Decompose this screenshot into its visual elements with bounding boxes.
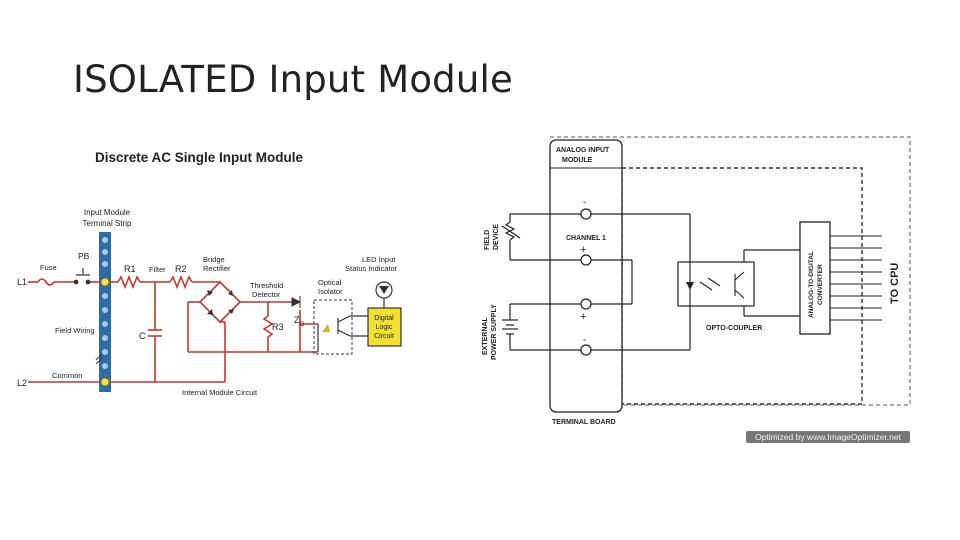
- terminal-l2: [100, 377, 110, 387]
- adc-label-1: ANALOG-TO-DIGITAL: [808, 251, 815, 318]
- fuse-label: Fuse: [40, 263, 57, 272]
- zener-diode: [291, 296, 302, 308]
- supply-label-2: POWER SUPPLY: [491, 304, 498, 360]
- terminals: [580, 208, 592, 356]
- digital-logic-box: [367, 307, 402, 347]
- logic-label-2: Logic: [376, 324, 393, 331]
- left-diagram-title: Discrete AC Single Input Module: [95, 150, 304, 165]
- image-credit-badge: Optimized by www.ImageOptimizer.net: [746, 431, 910, 443]
- cpu-bus-lines: [830, 235, 882, 321]
- l1-label: L1: [17, 277, 27, 287]
- opto-coupler-label: OPTO-COUPLER: [706, 325, 762, 332]
- channel-label: CHANNEL 1: [566, 235, 606, 242]
- field-device-wiring: [501, 213, 581, 261]
- c-label: C: [139, 331, 146, 341]
- terminal-board-label: TERMINAL BOARD: [552, 419, 616, 426]
- analog-input-label-2: MODULE: [562, 157, 593, 164]
- led-label-2: Status Indicator: [345, 264, 398, 273]
- supply-wiring: [502, 303, 581, 351]
- field-wiring-label: Field Wiring: [55, 326, 95, 335]
- to-cpu-label: TO CPU: [889, 263, 901, 304]
- logic-label-1: Digital: [374, 315, 394, 322]
- opto-element: [317, 315, 368, 352]
- field-device-label-2: DEVICE: [493, 224, 500, 250]
- ps-plus-sign: +: [580, 311, 586, 323]
- bridge-diodes: [207, 290, 234, 315]
- internal-circuit-label: Internal Module Circuit: [182, 388, 258, 397]
- terminal-strip-label-2: Terminal Strip: [83, 219, 132, 228]
- threshold-label-1: Threshold: [250, 281, 283, 290]
- internal-wiring: [109, 274, 318, 383]
- r1-label: R1: [124, 264, 136, 274]
- zd-subscript: D: [300, 322, 305, 328]
- terminal-strip-label-1: Input Module: [84, 208, 131, 217]
- terminal-screws: [102, 237, 108, 369]
- adc-box: [799, 221, 831, 335]
- l2-label: L2: [17, 378, 27, 388]
- ps-minus-sign: -: [583, 335, 586, 346]
- slide-title: ISOLATED Input Module: [73, 58, 513, 101]
- threshold-label-2: Detector: [252, 290, 281, 299]
- common-label: Common: [52, 371, 82, 380]
- pb-label: PB: [78, 251, 90, 261]
- optical-label-1: Optical: [318, 278, 342, 287]
- terminal-l1: [100, 277, 110, 287]
- analog-input-diagram: ANALOG INPUT MODULE TERMINAL BOARD - + +…: [482, 136, 911, 426]
- supply-label-1: EXTERNAL: [482, 317, 489, 355]
- led-label-1: LED Input: [362, 255, 396, 264]
- zd-label: Z: [294, 315, 300, 325]
- filter-label: Filter: [149, 265, 166, 274]
- bridge-label-1: Bridge: [203, 255, 225, 264]
- r3-label: R3: [272, 322, 284, 332]
- logic-label-3: Circuit: [374, 333, 394, 340]
- module-wiring: [591, 213, 800, 351]
- discrete-ac-input-diagram: Discrete AC Single Input Module Input Mo…: [17, 150, 402, 397]
- r2-label: R2: [175, 264, 187, 274]
- optical-isolator-box: [313, 299, 353, 355]
- bridge-label-2: Rectifier: [203, 264, 231, 273]
- adc-label-2: CONVERTER: [817, 264, 824, 305]
- field-device-label-1: FIELD: [484, 230, 491, 250]
- pushbutton: [73, 268, 91, 285]
- terminal-board: [549, 139, 623, 413]
- optical-label-2: Isolator: [318, 287, 343, 296]
- ch-minus-sign: -: [583, 197, 586, 208]
- analog-input-label-1: ANALOG INPUT: [556, 147, 610, 154]
- ch-plus-sign: +: [580, 244, 586, 256]
